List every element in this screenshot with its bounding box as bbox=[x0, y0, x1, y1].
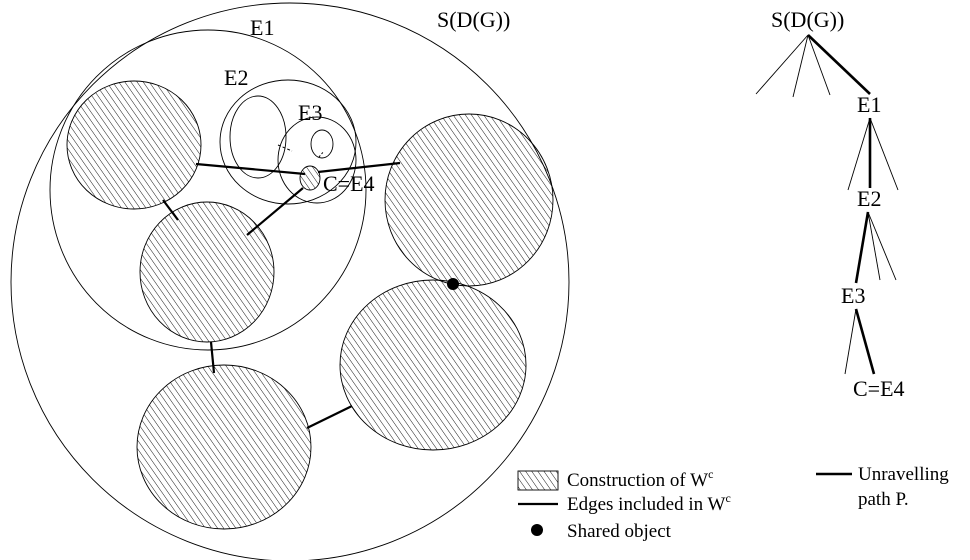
tree-branch bbox=[869, 117, 899, 191]
edge-c5-c4 bbox=[306, 405, 353, 429]
construction-circle-5 bbox=[136, 364, 312, 530]
label-sdg: S(D(G)) bbox=[437, 7, 510, 32]
legend-path-label-2: path P. bbox=[858, 489, 909, 510]
legend-edges-label: Edges included in Wc bbox=[567, 491, 731, 515]
label-e2: E2 bbox=[224, 65, 248, 90]
edge-c-c3 bbox=[317, 161, 401, 174]
construction-circle-1 bbox=[66, 80, 202, 210]
tree-path-edge bbox=[854, 308, 876, 375]
unravelling-tree: S(D(G)) E1 E2 E3 C=E4 bbox=[755, 7, 905, 401]
tree-node-root: S(D(G)) bbox=[771, 7, 844, 32]
label-c-e4: C=E4 bbox=[323, 171, 375, 196]
tree-branch bbox=[867, 211, 897, 281]
edge-c1-c2 bbox=[162, 199, 179, 221]
tree-branch bbox=[847, 117, 871, 191]
edge-c2-c bbox=[246, 187, 304, 236]
tree-node-e1: E1 bbox=[857, 92, 881, 117]
construction-circle-2 bbox=[139, 201, 275, 343]
legend-shared-dot bbox=[531, 524, 543, 536]
tree-path-edge bbox=[807, 34, 871, 95]
tree-node-c-e4: C=E4 bbox=[853, 376, 905, 401]
legend-shared-label: Shared object bbox=[567, 521, 672, 542]
construction-c-e4 bbox=[299, 165, 321, 191]
set-e1-circle bbox=[49, 29, 367, 351]
legend-path-label-1: Unravelling bbox=[858, 464, 949, 485]
tree-node-e3: E3 bbox=[841, 283, 865, 308]
label-e3: E3 bbox=[298, 100, 322, 125]
tree-branch bbox=[807, 34, 831, 96]
dashed-mark-left bbox=[277, 144, 293, 152]
edge-c1-c bbox=[195, 162, 306, 176]
shared-object-dot bbox=[447, 278, 459, 290]
dashed-mark-right bbox=[318, 150, 325, 158]
set-sdg-circle bbox=[10, 2, 570, 560]
set-e2-circle bbox=[219, 79, 357, 205]
tree-node-e2: E2 bbox=[857, 186, 881, 211]
construction-circle-4 bbox=[339, 279, 527, 451]
edge-c2-c5 bbox=[209, 341, 216, 374]
set-e3-circle bbox=[277, 116, 357, 204]
tree-branch bbox=[792, 34, 809, 98]
legend: Construction of Wc Edges included in Wc … bbox=[517, 464, 949, 542]
construction-circle-3 bbox=[384, 113, 554, 287]
e3-inner-ellipse bbox=[310, 129, 334, 159]
tree-branch bbox=[755, 34, 809, 95]
legend-hatch-swatch bbox=[517, 470, 559, 491]
label-e1: E1 bbox=[250, 15, 274, 40]
tree-path-edge bbox=[854, 211, 870, 284]
legend-construction-label: Construction of Wc bbox=[567, 467, 713, 491]
tree-branch bbox=[844, 308, 857, 375]
e2-inner-ellipse bbox=[229, 95, 287, 179]
tree-branch bbox=[867, 211, 881, 281]
